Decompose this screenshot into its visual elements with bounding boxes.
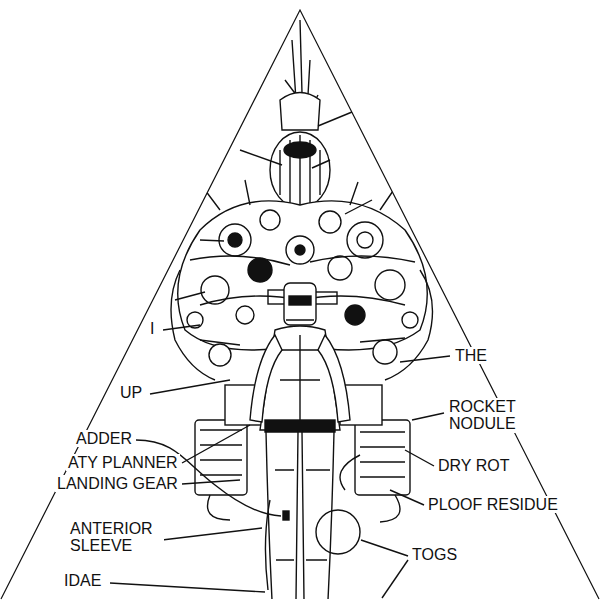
part-label: ANTERIOR SLEEVE bbox=[68, 520, 164, 555]
figure-drawing bbox=[171, 20, 433, 600]
part-label: ADDER bbox=[74, 430, 134, 447]
part-label: THE bbox=[453, 347, 489, 364]
part-label: ROCKET NODULE bbox=[447, 398, 525, 433]
part-label: DRY ROT bbox=[436, 457, 511, 474]
part-label: I bbox=[148, 320, 156, 337]
part-label: UP bbox=[118, 384, 144, 401]
triangle-frame bbox=[1, 10, 599, 599]
part-label: IDAE bbox=[62, 572, 103, 589]
part-label: TOGS bbox=[410, 546, 459, 563]
part-label: LANDING GEAR bbox=[55, 475, 180, 492]
part-label: ATY PLANNER bbox=[66, 454, 180, 471]
part-label: PLOOF RESIDUE bbox=[426, 496, 560, 513]
